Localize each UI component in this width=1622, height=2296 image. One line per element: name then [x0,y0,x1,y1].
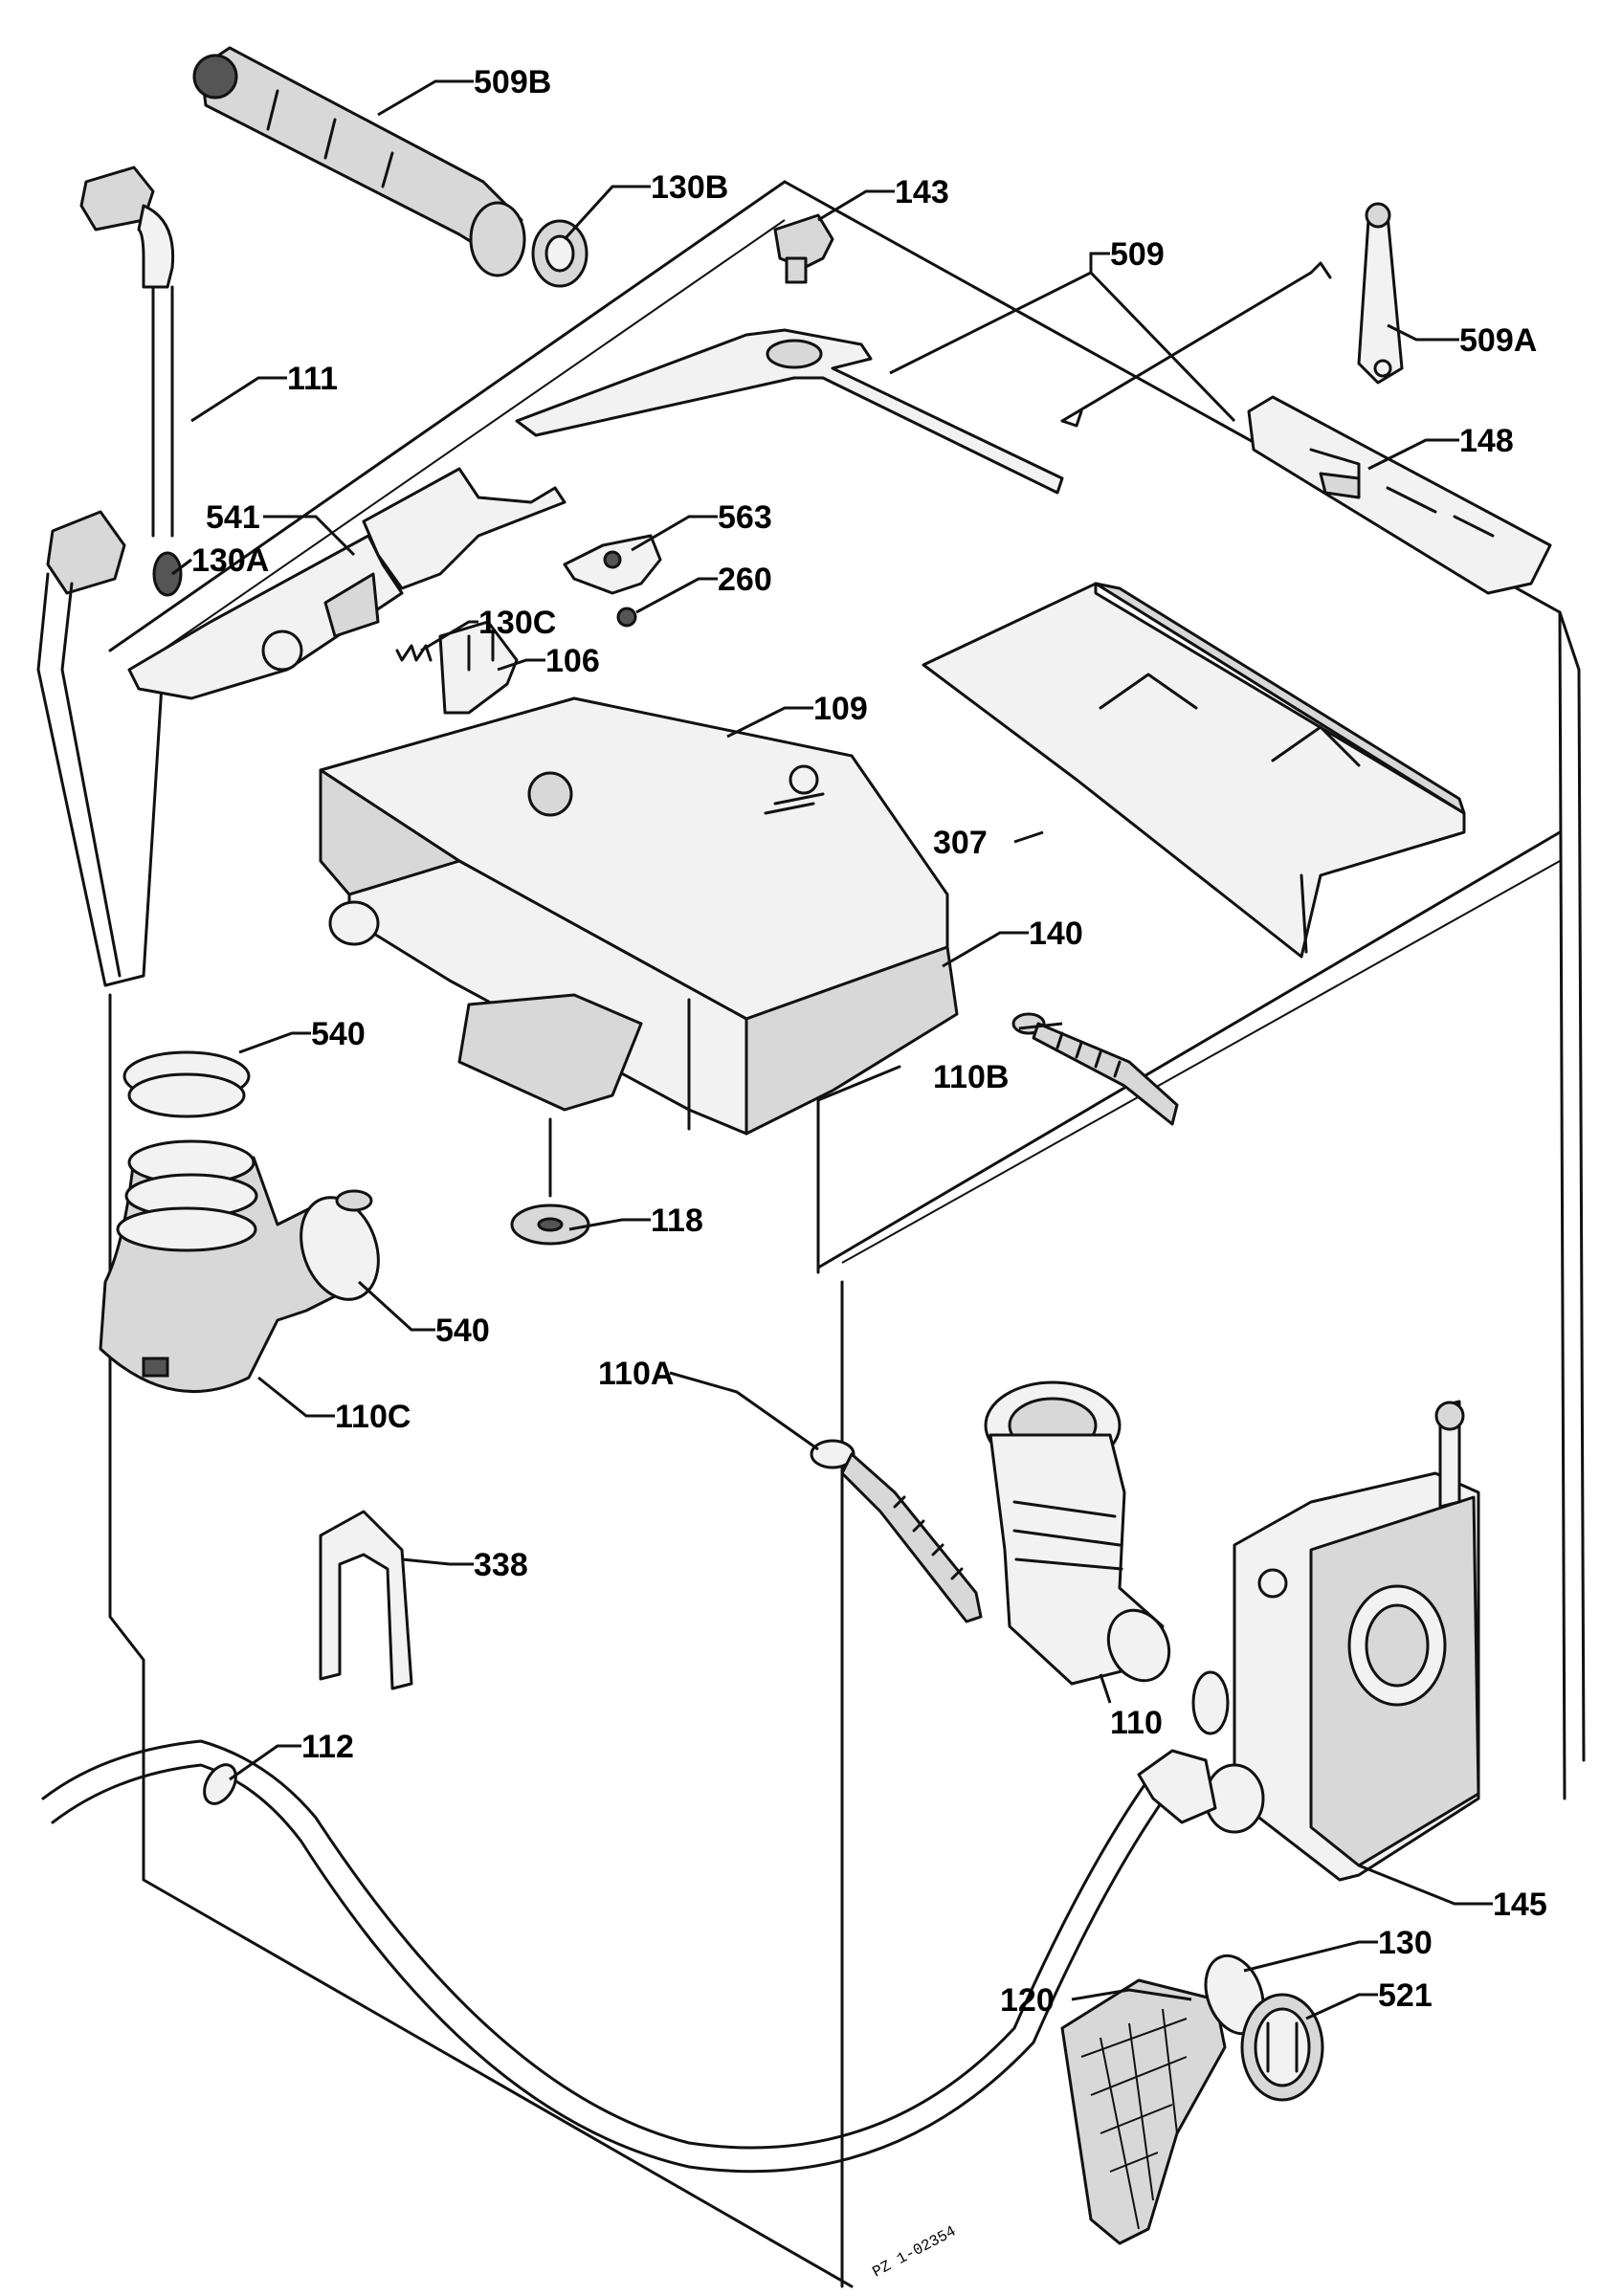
part-143-knob [773,213,834,284]
label-563: 563 [718,499,772,536]
part-110b-hose [1011,1012,1179,1126]
label-106: 106 [545,643,600,679]
label-509a: 509A [1459,322,1537,359]
label-541: 541 [206,499,260,536]
label-509: 509 [1110,236,1165,273]
part-110c-sump [99,1139,366,1394]
label-338: 338 [474,1547,528,1583]
part-509b-hose-fitting [192,46,526,277]
label-110c: 110C [335,1399,411,1435]
part-130b-ring [531,219,589,288]
label-509b: 509B [474,64,551,100]
part-260-ball [616,607,637,628]
part-106-clip [438,620,519,715]
part-541-bracket [127,467,567,700]
part-307-drawer [922,582,1466,959]
label-540-upper: 540 [311,1016,366,1052]
part-109-dispenser-lid [319,696,949,1021]
label-109: 109 [813,691,868,727]
part-145-pump-housing [1191,1400,1480,1882]
part-540-ring-upper [122,1050,251,1118]
part-509-rod [1060,261,1332,428]
label-118: 118 [651,1203,703,1239]
part-148-handle [1247,395,1552,595]
label-145: 145 [1493,1887,1547,1923]
label-130c: 130C [478,605,556,641]
label-521: 521 [1378,1977,1433,2014]
label-260: 260 [718,562,772,598]
part-540-ring-side [300,1189,380,1301]
label-140: 140 [1029,916,1083,952]
label-540-lower: 540 [435,1313,490,1349]
cabinet-outline [108,180,1586,2288]
part-521-cap [1240,1993,1324,2102]
part-509a-lever [1357,202,1404,385]
part-110-elbow [984,1380,1171,1686]
part-120-filter [1060,1978,1227,2245]
label-120: 120 [1000,1982,1055,2019]
leader-lines [171,79,1493,2020]
part-111-inlet-hose [36,166,183,987]
part-509-arm [515,328,1064,495]
part-563-cam [563,534,662,595]
label-111: 111 [287,361,338,397]
part-110a-hose [810,1439,983,1623]
label-130: 130 [1378,1925,1433,1961]
label-130b: 130B [651,169,728,206]
part-338-clip [319,1510,413,1690]
label-112: 112 [301,1729,354,1765]
drawing-code: PZ 1-02354 [870,2222,959,2281]
label-110: 110 [1110,1705,1163,1741]
label-143: 143 [895,174,949,210]
label-110a: 110A [598,1356,674,1392]
label-307: 307 [933,825,988,861]
part-140-dispenser-housing [319,768,959,1136]
part-labels: 509B 130B 143 509 509A 111 148 541 563 1… [191,64,1547,2019]
part-118-wheel [510,1117,590,1246]
label-110b: 110B [933,1059,1009,1095]
label-130a: 130A [191,542,269,579]
label-148: 148 [1459,423,1514,459]
part-112-drain-hose [41,1739,1217,2174]
